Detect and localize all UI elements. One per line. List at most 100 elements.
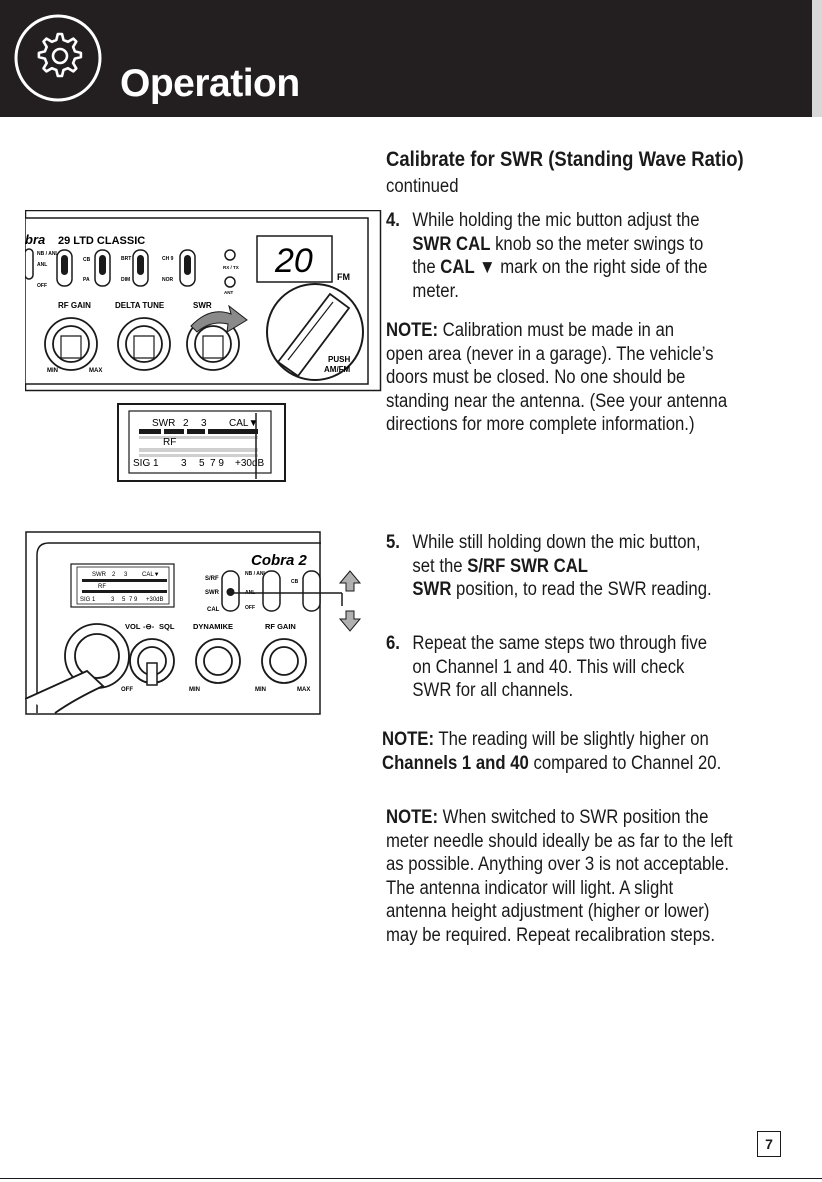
svg-text:3: 3 — [111, 597, 115, 603]
svg-text:SIG 1: SIG 1 — [133, 458, 159, 469]
text-line: The antenna indicator will light. A slig… — [386, 877, 733, 901]
text-line: NOTE: The reading will be slightly highe… — [382, 728, 721, 752]
svg-text:CAL▼: CAL▼ — [142, 572, 160, 578]
text-run: Repeat the same steps two through five — [412, 633, 708, 654]
bold-text: NOTE: — [386, 807, 439, 828]
text-line: antenna height adjustment (higher or low… — [386, 900, 733, 924]
svg-text:ANT: ANT — [224, 290, 233, 295]
bold-text: SWR — [412, 579, 452, 601]
step-number: 6. — [386, 633, 400, 654]
note-body: NOTE: The reading will be slightly highe… — [382, 728, 721, 775]
svg-text:SWR: SWR — [92, 572, 107, 578]
text-line: SWR position, to read the SWR reading. — [412, 578, 711, 602]
svg-text:SWR: SWR — [152, 418, 175, 429]
svg-text:NB / ANL: NB / ANL — [245, 571, 266, 577]
svg-text:BRT: BRT — [121, 256, 131, 262]
svg-text:DYNAMIKE: DYNAMIKE — [193, 622, 233, 631]
svg-text:7 9: 7 9 — [129, 597, 138, 603]
brand-label: Cobra 2 — [251, 552, 308, 569]
text-line: NOTE: Calibration must be made in an — [386, 319, 727, 343]
svg-text:ANL: ANL — [37, 262, 47, 268]
svg-text:2: 2 — [183, 418, 189, 429]
svg-text:RF GAIN: RF GAIN — [265, 622, 296, 631]
text-run: While holding the mic button adjust the — [412, 210, 700, 231]
text-run: antenna height adjustment (higher or low… — [386, 901, 710, 923]
text-run: When switched to SWR position the — [438, 807, 709, 828]
text-line: While still holding down the mic button, — [412, 531, 711, 555]
svg-text:3: 3 — [124, 572, 128, 578]
step-number: 4. — [386, 210, 400, 231]
step-body: While still holding down the mic button,… — [412, 531, 711, 602]
text-line: standing near the antenna. (See your ant… — [386, 390, 727, 414]
text-line: open area (never in a garage). The vehic… — [386, 343, 727, 367]
svg-text:CAL: CAL — [207, 607, 220, 613]
text-run: directions for more complete information… — [386, 414, 695, 436]
text-run: meter needle should ideally be as far to… — [386, 830, 733, 852]
bottom-rule — [0, 1178, 822, 1179]
text-line: meter. — [412, 280, 707, 304]
svg-text:CB: CB — [291, 579, 299, 585]
text-line: directions for more complete information… — [386, 413, 727, 437]
bold-text: S/RF SWR CAL — [467, 555, 589, 577]
svg-text:AM/FM: AM/FM — [324, 365, 351, 374]
svg-text:MAX: MAX — [297, 687, 310, 693]
section-heading: Calibrate for SWR (Standing Wave Ratio) — [386, 148, 744, 171]
svg-text:SIG 1: SIG 1 — [80, 597, 96, 603]
text-line: meter needle should ideally be as far to… — [386, 830, 733, 854]
text-run: the — [412, 257, 441, 279]
text-run: as possible. Anything over 3 is not acce… — [386, 854, 729, 876]
text-run: meter. — [412, 280, 459, 302]
svg-text:RF GAIN: RF GAIN — [58, 301, 91, 310]
text-run: SWR for all channels. — [412, 680, 574, 702]
svg-text:+30dB: +30dB — [235, 458, 265, 469]
text-run: may be required. Repeat recalibration st… — [386, 924, 716, 946]
text-run: The reading will be slightly higher on — [434, 729, 709, 750]
text-line: on Channel 1 and 40. This will check — [412, 656, 707, 680]
svg-text:SWR: SWR — [193, 301, 212, 310]
svg-text:OFF: OFF — [245, 605, 255, 611]
svg-text:PUSH: PUSH — [328, 355, 350, 364]
svg-text:RF: RF — [163, 437, 176, 448]
text-run: While still holding down the mic button, — [412, 532, 701, 553]
channel-display: 20 — [274, 242, 313, 280]
text-line: NOTE: When switched to SWR position the — [386, 806, 733, 830]
svg-text:OFF: OFF — [37, 283, 47, 289]
svg-text:FM: FM — [337, 272, 350, 282]
text-run: on Channel 1 and 40. This will check — [412, 656, 685, 678]
svg-text:NOR: NOR — [162, 277, 174, 283]
brand-label: bra — [25, 232, 45, 247]
bold-text: NOTE: — [386, 320, 439, 341]
text-line: the CAL ▼ mark on the right side of the — [412, 256, 707, 280]
svg-text:5: 5 — [199, 458, 205, 469]
svg-text:3: 3 — [181, 458, 187, 469]
rotate-arrow-icon — [190, 304, 248, 333]
page-number: 7 — [757, 1131, 781, 1157]
svg-text:NB / ANL: NB / ANL — [37, 251, 58, 257]
swr-meter-illustration: SWR 2 3 CAL▼ RF SIG 1 3 5 7 9 +30dB — [117, 403, 286, 482]
section-subheading: continued — [386, 176, 459, 197]
svg-text:CB: CB — [83, 257, 91, 263]
text-line: While holding the mic button adjust the — [412, 209, 707, 233]
step-number: 5. — [386, 532, 400, 553]
svg-text:OFF: OFF — [121, 687, 133, 693]
text-run: set the — [412, 555, 468, 577]
page-title: Operation — [120, 62, 300, 105]
svg-text:MIN: MIN — [189, 687, 200, 693]
bold-text: SWR CAL — [412, 233, 491, 255]
text-line: set the S/RF SWR CAL — [412, 555, 711, 579]
svg-text:3: 3 — [201, 418, 207, 429]
svg-text:PA: PA — [83, 277, 90, 283]
header-edge — [812, 0, 822, 117]
svg-text:MIN: MIN — [255, 687, 266, 693]
text-line: as possible. Anything over 3 is not acce… — [386, 853, 733, 877]
svg-text:DIM: DIM — [121, 277, 130, 283]
svg-text:DELTA TUNE: DELTA TUNE — [115, 301, 165, 310]
radio-illustration-bottom: Cobra 2 SWR 2 3 CAL▼ RF SIG 1 3 5 7 9 +3… — [25, 531, 362, 715]
bold-text: NOTE: — [382, 729, 435, 750]
svg-text:CH 9: CH 9 — [162, 256, 174, 262]
svg-text:S/RF: S/RF — [205, 576, 219, 582]
text-run: open area (never in a garage). The vehic… — [386, 343, 714, 365]
